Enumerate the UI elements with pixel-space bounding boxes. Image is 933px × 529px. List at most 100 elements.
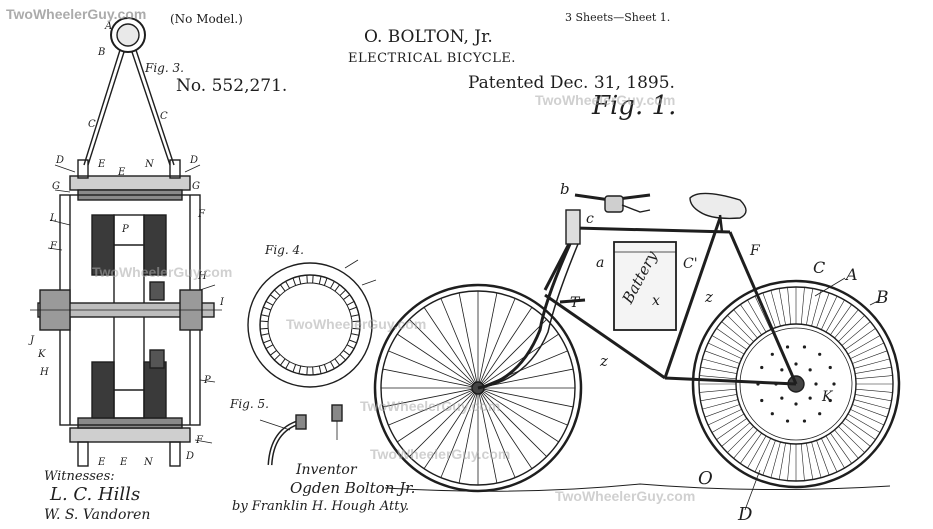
disc-hole — [802, 419, 807, 423]
disc-hole — [770, 352, 774, 356]
contact-arm-diagram — [259, 404, 343, 466]
front-spoke — [479, 393, 516, 478]
rear-spoke — [855, 366, 892, 374]
label-A: A — [846, 265, 858, 284]
rear-spoke — [816, 440, 830, 476]
hub-label: I — [220, 297, 224, 308]
front-spoke — [388, 389, 473, 426]
rear-spoke — [850, 342, 885, 359]
gear-tooth — [265, 293, 277, 306]
rear-spoke — [707, 409, 742, 426]
hub-label: D — [190, 155, 199, 166]
gear-tooth — [323, 361, 336, 373]
rear-spoke — [727, 315, 754, 342]
rear-spoke — [844, 328, 876, 350]
sheet-count: 3 Sheets—Sheet 1. — [565, 11, 671, 24]
rear-spoke — [855, 388, 893, 393]
gear-tooth — [351, 320, 361, 330]
rear-spoke — [716, 418, 748, 440]
gear-tooth — [312, 365, 322, 376]
front-spoke — [483, 350, 568, 387]
front-spoke — [483, 389, 568, 426]
rear-spoke — [825, 435, 845, 469]
hub-label: H — [198, 271, 207, 282]
disc-hole — [760, 365, 764, 370]
rear-spoke — [716, 328, 748, 350]
rear-spoke — [762, 292, 776, 328]
inventor-signature: Ogden Bolton Jr. — [290, 479, 416, 497]
gear-tooth — [349, 333, 360, 344]
no-model-note: (No Model.) — [170, 12, 243, 26]
label-c-small: c — [586, 211, 594, 227]
watermark: TwoWheelerGuy.com — [360, 398, 501, 414]
rear-spoke — [855, 394, 892, 402]
watermark: TwoWheelerGuy.com — [286, 316, 427, 332]
disc-hole — [785, 345, 790, 349]
disc-hole — [828, 365, 832, 370]
rear-spoke — [702, 399, 739, 410]
rear-spoke — [853, 399, 890, 410]
front-spoke — [397, 333, 474, 385]
hub-label: E — [98, 457, 106, 468]
rear-spoke — [806, 443, 814, 480]
rear-spoke — [721, 321, 751, 346]
gear-tooth — [273, 283, 286, 296]
disc-hole — [780, 368, 784, 372]
watermark: TwoWheelerGuy.com — [535, 92, 676, 108]
front-spoke — [382, 368, 473, 388]
disc-hole — [818, 352, 822, 356]
rear-spoke — [853, 358, 890, 369]
fig1-title: Fig. 1. — [592, 91, 677, 121]
rear-spoke — [747, 435, 767, 469]
rear-spoke — [733, 309, 758, 339]
witness-signature-1: L. C. Hills — [50, 484, 141, 505]
rear-spoke — [830, 432, 852, 464]
front-spoke — [479, 298, 516, 383]
gear-tooth — [284, 277, 297, 289]
rear-spoke — [830, 304, 852, 336]
hub-label: D — [186, 451, 195, 462]
front-spoke — [478, 292, 498, 383]
disc-hole — [770, 412, 774, 416]
front-spoke — [397, 391, 474, 443]
front-spoke — [481, 307, 533, 384]
front-spoke — [382, 388, 473, 408]
rear-spoke — [811, 290, 822, 327]
rear-spoke — [700, 366, 737, 374]
rear-spoke — [852, 350, 888, 364]
front-spoke — [478, 393, 498, 484]
rear-spoke — [754, 438, 771, 473]
rear-spoke — [855, 375, 893, 380]
rear-spoke — [704, 350, 740, 364]
disc-hole — [808, 368, 812, 372]
hub-label: C — [88, 119, 96, 130]
watermark: TwoWheelerGuy.com — [555, 488, 696, 504]
patent-title: ELECTRICAL BICYCLE. — [348, 51, 516, 66]
front-spoke — [458, 292, 478, 383]
rear-spoke — [800, 443, 805, 481]
rear-spoke — [811, 441, 822, 478]
hub-motor-section — [30, 17, 222, 467]
gear-tooth — [260, 306, 271, 317]
hub-label: N — [145, 159, 154, 170]
hub-label: B — [98, 47, 106, 58]
gear-tooth — [259, 320, 269, 330]
gear-tooth — [343, 293, 355, 306]
front-spoke — [481, 392, 533, 469]
disc-hole — [832, 382, 836, 386]
rear-spoke — [762, 440, 776, 476]
gear-tooth — [343, 344, 355, 357]
label-c-prime: C' — [683, 256, 698, 272]
label-C: C — [813, 258, 826, 277]
disc-hole — [760, 398, 764, 403]
rear-spoke — [778, 443, 786, 480]
hub-label: J — [30, 335, 35, 346]
gear-tooth — [334, 354, 347, 367]
fig5-title: Fig. 5. — [230, 397, 269, 411]
front-spoke — [481, 319, 547, 385]
hub-label: P — [122, 224, 129, 235]
rear-spoke — [825, 299, 845, 333]
rear-spoke — [711, 335, 745, 355]
